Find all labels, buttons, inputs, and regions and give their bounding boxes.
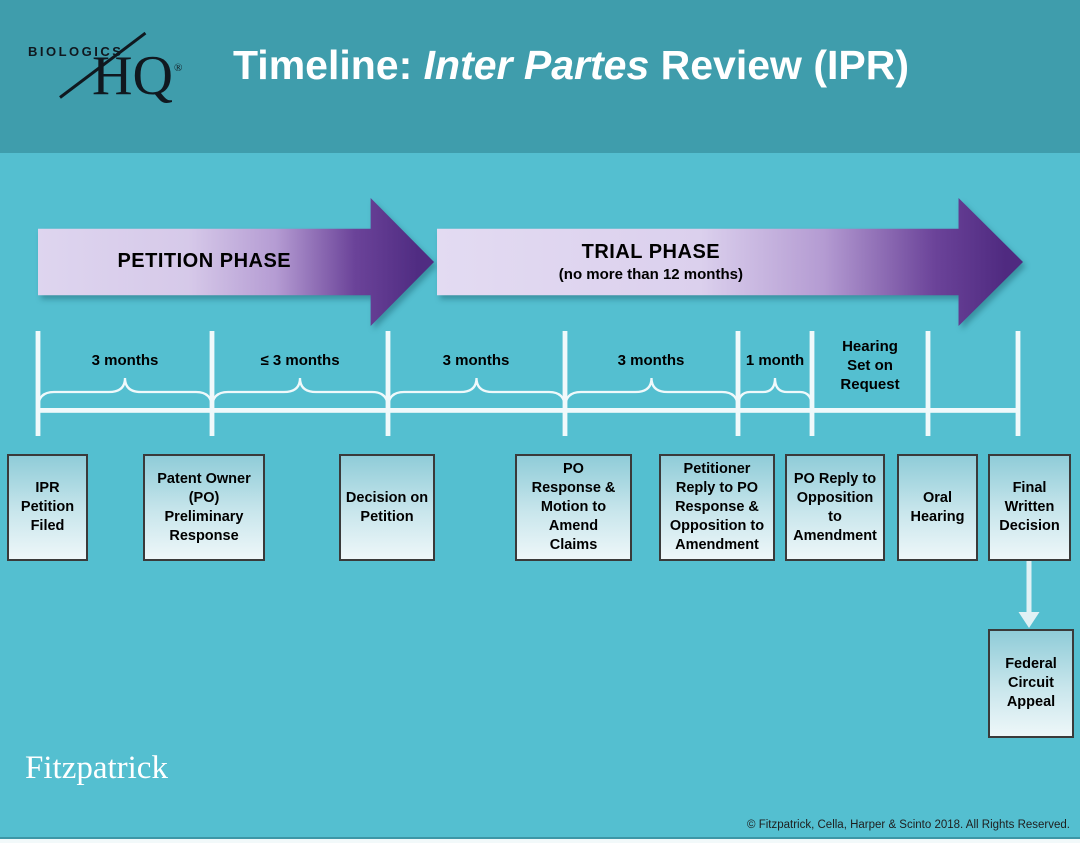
logo-wordmark-hq: HQ (92, 45, 173, 107)
petition-phase-arrow: PETITION PHASE (38, 198, 434, 326)
trial-phase-subtitle: (no more than 12 months) (558, 265, 743, 283)
timeline-ticks (35, 331, 1021, 436)
title-suffix: Review (IPR) (649, 42, 909, 88)
step-box-label: PO Reply to Opposition to Amendment (793, 470, 877, 544)
fitzpatrick-logo: Fitzpatrick (25, 750, 168, 786)
step-box-po-reply-to-opposition: PO Reply to Opposition to Amendment (785, 454, 885, 561)
title-italic: Inter Partes (423, 42, 650, 88)
step-box-label: Petitioner Reply to PO Response & Opposi… (669, 461, 765, 553)
step-box-label: Oral Hearing (910, 489, 965, 525)
duration-label-2: ≤ 3 months (260, 352, 340, 369)
page-title: Timeline: Inter Partes Review (IPR) (233, 42, 909, 89)
duration-label-1: 3 months (91, 352, 159, 369)
step-box-label: PO Response & Motion to Amend Claims (531, 461, 616, 553)
step-box-label: IPR Petition Filed (20, 480, 75, 534)
step-box-po-response-motion-to-amend: PO Response & Motion to Amend Claims (515, 454, 632, 561)
step-box-label: Decision on Petition (345, 489, 429, 525)
duration-label-4: 3 months (617, 352, 685, 369)
duration-label-5: 1 month (745, 352, 805, 369)
title-prefix: Timeline: (233, 42, 424, 88)
biologicshq-logo: BIOLOGICS HQ ® (0, 0, 210, 153)
step-box-ipr-petition-filed: IPR Petition Filed (7, 454, 88, 561)
step-box-label: Final Written Decision (999, 480, 1060, 534)
registered-trademark-symbol: ® (174, 62, 183, 74)
trial-phase-title: TRIAL PHASE (581, 240, 721, 263)
header-bar: BIOLOGICS HQ ® Timeline: Inter Partes Re… (0, 0, 1080, 153)
copyright-notice: © Fitzpatrick, Cella, Harper & Scinto 20… (747, 819, 1070, 831)
bottom-divider-line (0, 837, 1080, 839)
petition-phase-label: PETITION PHASE (117, 250, 292, 273)
step-box-label: Patent Owner (PO) Preliminary Response (157, 470, 251, 544)
duration-label-3: 3 months (442, 352, 510, 369)
step-box-oral-hearing: Oral Hearing (897, 454, 978, 561)
timeline-baseline (36, 408, 1020, 413)
step-box-final-written-decision: Final Written Decision (988, 454, 1071, 561)
down-arrow-connector (1018, 561, 1040, 628)
step-box-decision-on-petition: Decision on Petition (339, 454, 435, 561)
hearing-set-on-request-label: Hearing Set on Request (840, 338, 900, 393)
bottom-white-strip (0, 839, 1080, 843)
step-box-label: Federal Circuit Appeal (1005, 656, 1057, 710)
timeline-braces (36, 377, 814, 410)
step-box-federal-circuit-appeal: Federal Circuit Appeal (988, 629, 1074, 738)
step-box-petitioner-reply: Petitioner Reply to PO Response & Opposi… (659, 454, 775, 561)
trial-phase-label: TRIAL PHASE (no more than 12 months) (437, 229, 865, 296)
timeline-ruler (35, 331, 1021, 436)
logo-wordmark-biologics: BIOLOGICS (28, 44, 124, 59)
trial-phase-arrow: TRIAL PHASE (no more than 12 months) (437, 198, 1023, 326)
step-box-po-preliminary-response: Patent Owner (PO) Preliminary Response (143, 454, 265, 561)
